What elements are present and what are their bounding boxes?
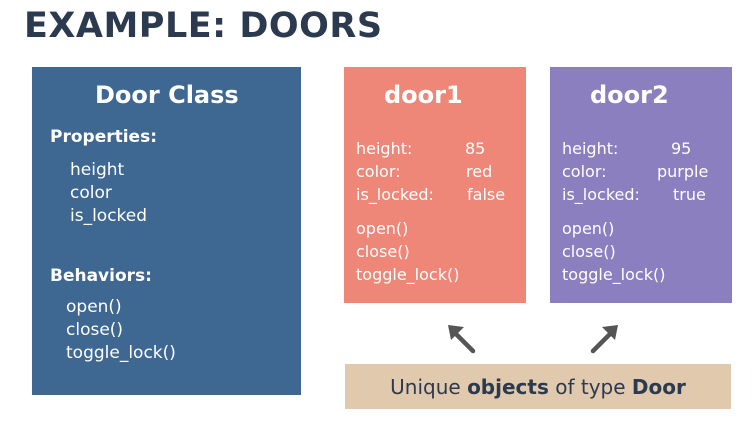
arrow-up-right-icon xyxy=(590,325,618,354)
object-title: door1 xyxy=(384,81,463,109)
arrow-up-left-icon xyxy=(448,325,476,354)
method-item: toggle_lock() xyxy=(562,265,666,284)
attribute-key: height: xyxy=(562,139,619,158)
object-title: door2 xyxy=(590,81,669,109)
door-class-box: Door Class Properties: height color is_l… xyxy=(32,67,301,395)
attribute-value: purple xyxy=(657,162,709,181)
property-item: height xyxy=(70,160,125,180)
properties-heading: Properties: xyxy=(50,127,158,147)
attribute-value: 95 xyxy=(671,139,692,158)
door2-object-box: door2 height: 95 color: purple is_locked… xyxy=(550,67,732,303)
attribute-key: color: xyxy=(356,162,401,181)
attribute-key: is_locked: xyxy=(356,185,434,204)
attribute-value: red xyxy=(466,162,493,181)
method-item: open() xyxy=(356,219,409,238)
method-item: close() xyxy=(562,242,616,261)
attribute-value: true xyxy=(673,185,706,204)
behaviors-heading: Behaviors: xyxy=(50,266,152,286)
caption-text: Unique xyxy=(390,374,468,399)
method-item: close() xyxy=(356,242,410,261)
behavior-item: toggle_lock() xyxy=(66,343,176,363)
class-title: Door Class xyxy=(95,81,239,109)
property-item: is_locked xyxy=(70,206,148,226)
attribute-value: 85 xyxy=(465,139,486,158)
behavior-item: open() xyxy=(66,297,122,317)
caption-bold-objects: objects xyxy=(467,374,549,399)
door1-object-box: door1 height: 85 color: red is_locked: f… xyxy=(344,67,526,303)
behavior-item: close() xyxy=(66,320,124,340)
method-item: toggle_lock() xyxy=(356,265,460,284)
page-title: EXAMPLE: DOORS xyxy=(24,6,383,46)
attribute-key: color: xyxy=(562,162,607,181)
caption-bold-door: Door xyxy=(631,374,686,399)
attribute-key: is_locked: xyxy=(562,185,640,204)
attribute-key: height: xyxy=(356,139,413,158)
property-item: color xyxy=(70,183,112,203)
caption-banner: Unique objects of type Door xyxy=(345,364,731,409)
caption-text: of type xyxy=(548,374,632,399)
attribute-value: false xyxy=(467,185,506,204)
method-item: open() xyxy=(562,219,615,238)
